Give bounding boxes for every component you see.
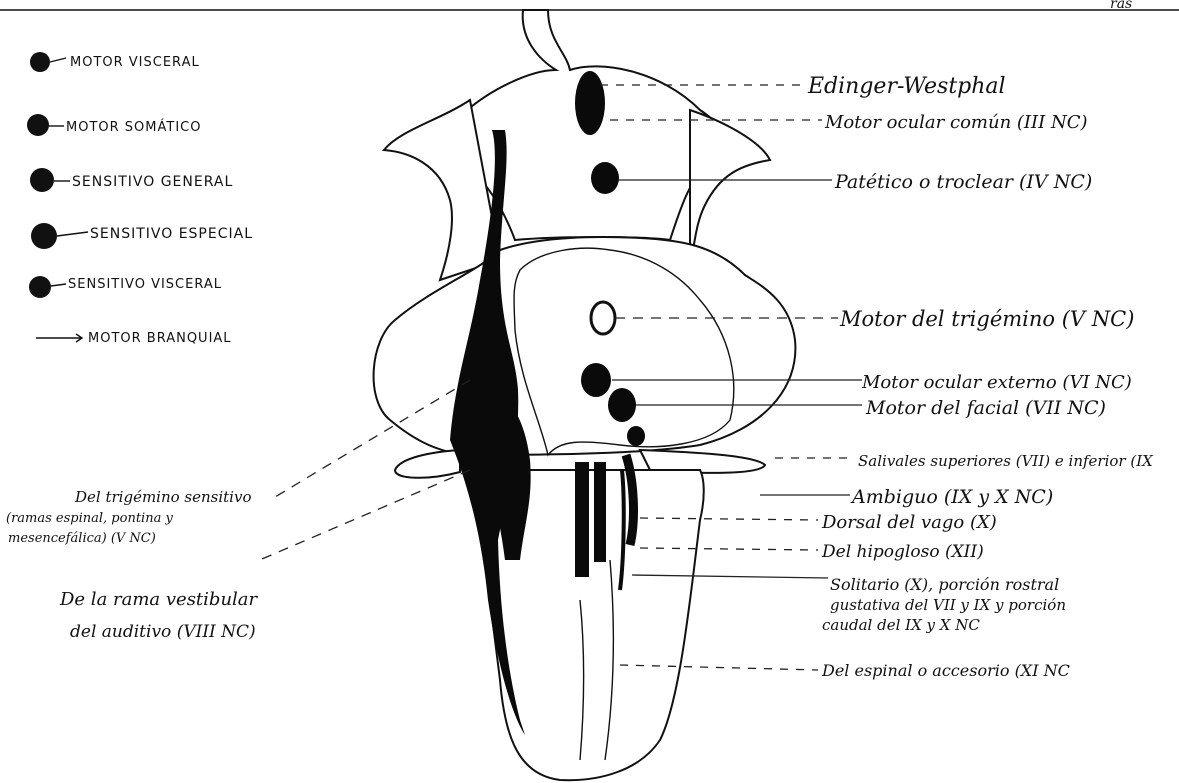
label-dorsal-vagus: Dorsal del vago (X) [821, 512, 997, 533]
edinger-westphal-nucleus [575, 71, 605, 135]
label-facial: Motor del facial (VII NC) [865, 397, 1106, 419]
sensitivo-visceral-dot [29, 276, 51, 298]
label-salivatory: Salivales superiores (VII) e inferior (I… [858, 452, 1154, 470]
legend-item-motor-visceral: MOTOR VISCERAL [30, 52, 200, 72]
right-peduncle-outline [690, 110, 770, 265]
label-vestibular-1: De la rama vestibular [59, 589, 259, 610]
legend-label: SENSITIVO ESPECIAL [90, 226, 253, 242]
legend-item-motor-somatico: MOTOR SOMÁTICO [27, 114, 201, 136]
label-abducens: Motor ocular externo (VI NC) [861, 372, 1132, 393]
facial-motor-nucleus [608, 388, 636, 422]
header-fragment: ras [1110, 0, 1132, 12]
legend: MOTOR VISCERAL MOTOR SOMÁTICO SENSITIVO … [27, 52, 253, 346]
label-solitary-2: gustativa del VII y IX y porción [830, 596, 1066, 614]
legend-item-sensitivo-visceral: SENSITIVO VISCERAL [29, 276, 222, 298]
leader-line [255, 470, 470, 562]
motor-visceral-dot [30, 52, 50, 72]
legend-item-sensitivo-general: SENSITIVO GENERAL [30, 168, 233, 192]
abducens-nucleus [581, 363, 611, 397]
label-trigeminal-motor: Motor del trigémino (V NC) [839, 307, 1134, 331]
label-hypoglossal: Del hipogloso (XII) [821, 542, 984, 562]
legend-item-sensitivo-especial: SENSITIVO ESPECIAL [31, 223, 253, 249]
label-oculomotor: Motor ocular común (III NC) [824, 112, 1088, 133]
label-vestibular-2: del auditivo (VIII NC) [70, 622, 256, 642]
sensitivo-general-dot [30, 168, 54, 192]
pons-outline [374, 237, 796, 455]
salivatory-nucleus [627, 426, 645, 446]
label-accessory: Del espinal o accesorio (XI NC [821, 661, 1070, 680]
legend-label: SENSITIVO GENERAL [72, 174, 233, 190]
label-ambiguus: Ambiguo (IX y X NC) [850, 486, 1053, 508]
legend-label: SENSITIVO VISCERAL [68, 277, 222, 292]
label-trochlear: Patético o troclear (IV NC) [834, 171, 1092, 193]
label-trigeminal-sensory-3: mesencefálica) (V NC) [8, 531, 156, 546]
label-edinger-westphal: Edinger-Westphal [807, 74, 1006, 99]
label-solitary-1: Solitario (X), porción rostral [830, 575, 1059, 594]
label-trigeminal-sensory-2: (ramas espinal, pontina y [6, 511, 173, 526]
sensitivo-especial-dot [31, 223, 57, 249]
arrow-icon [36, 334, 82, 342]
arrow-icon [57, 232, 88, 236]
motor-somatico-dot [27, 114, 49, 136]
hypoglossal-nucleus [575, 462, 589, 577]
dorsal-vagal-nucleus [594, 462, 606, 562]
label-solitary-3: caudal del IX y X NC [822, 616, 980, 634]
legend-label: MOTOR BRANQUIAL [88, 331, 232, 346]
label-trigeminal-sensory-1: Del trigémino sensitivo [74, 488, 251, 506]
trochlear-nucleus [591, 162, 619, 194]
arrow-icon [50, 58, 66, 62]
arrow-icon [51, 284, 66, 286]
left-lateral-recess-outline [395, 450, 460, 478]
legend-label: MOTOR VISCERAL [70, 55, 200, 70]
legend-item-motor-branquial: MOTOR BRANQUIAL [36, 331, 232, 346]
legend-label: MOTOR SOMÁTICO [66, 119, 201, 135]
